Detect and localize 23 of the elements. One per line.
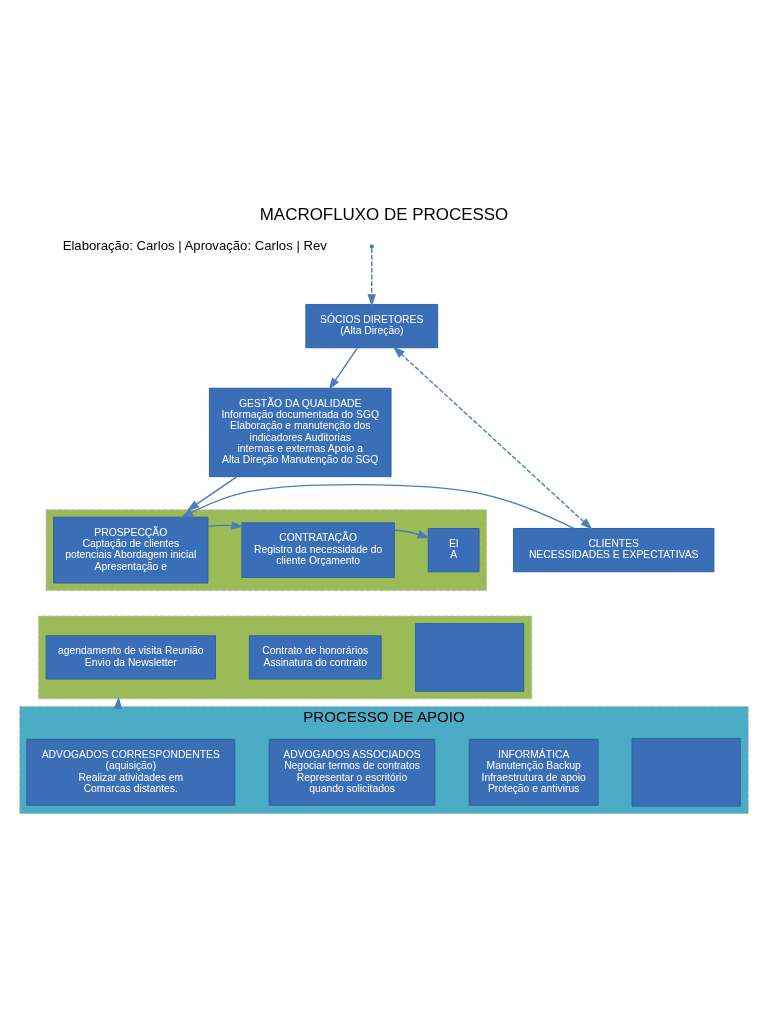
node-box: CONTRATAÇÃO Registro da necessidade do cliente Orçamento xyxy=(241,522,395,578)
node-box: CLIENTES NECESSIDADES E EXPECTATIVAS xyxy=(512,528,715,573)
node-box xyxy=(415,623,525,692)
node-box: El A xyxy=(427,528,480,573)
arrow xyxy=(328,347,359,390)
node-box xyxy=(631,737,741,807)
node-box: Contrato de honorários Assinatura do contrato xyxy=(248,635,382,680)
arrow xyxy=(186,476,238,511)
arrow xyxy=(207,521,244,530)
node-box: PROSPECÇÃO Captação de clientes potenciais Abordagem inicial Apresentação e xyxy=(53,516,209,584)
arrow xyxy=(393,529,430,539)
diagram-title: MACROFLUXO DE PROCESSO xyxy=(259,205,509,225)
node-box: SÓCIOS DIRETORES (Alta Direção) xyxy=(305,303,439,349)
arrow xyxy=(180,483,575,530)
node-box: INFORMÁTICA Manutenção Backup Infraestrutura de apoio Proteção e antivirus xyxy=(468,738,599,806)
node-box: ADVOGADOS ASSOCIADOS Negociar termos de contratos Representar o escritório quando solicitados xyxy=(268,738,436,806)
label: Elaboração: Carlos | Aprovação: Carlos | Rev xyxy=(62,238,327,254)
node-box: ADVOGADOS CORRESPONDENTES (aquisição) Realizar atividades em Comarcas distantes. xyxy=(26,738,236,806)
cluster xyxy=(38,615,533,700)
arrow xyxy=(367,247,377,307)
arrow xyxy=(392,346,593,530)
node-box: GESTÃO DA QUALIDADE Informação documentada do SGQ Elaboração e manutenção dos indicadores Auditorias internas e externas Apoio a Alta Direção Manutenção do SGQ xyxy=(208,387,392,478)
node-box: agendamento de visita Reunião Envio da Newsletter xyxy=(45,635,216,680)
